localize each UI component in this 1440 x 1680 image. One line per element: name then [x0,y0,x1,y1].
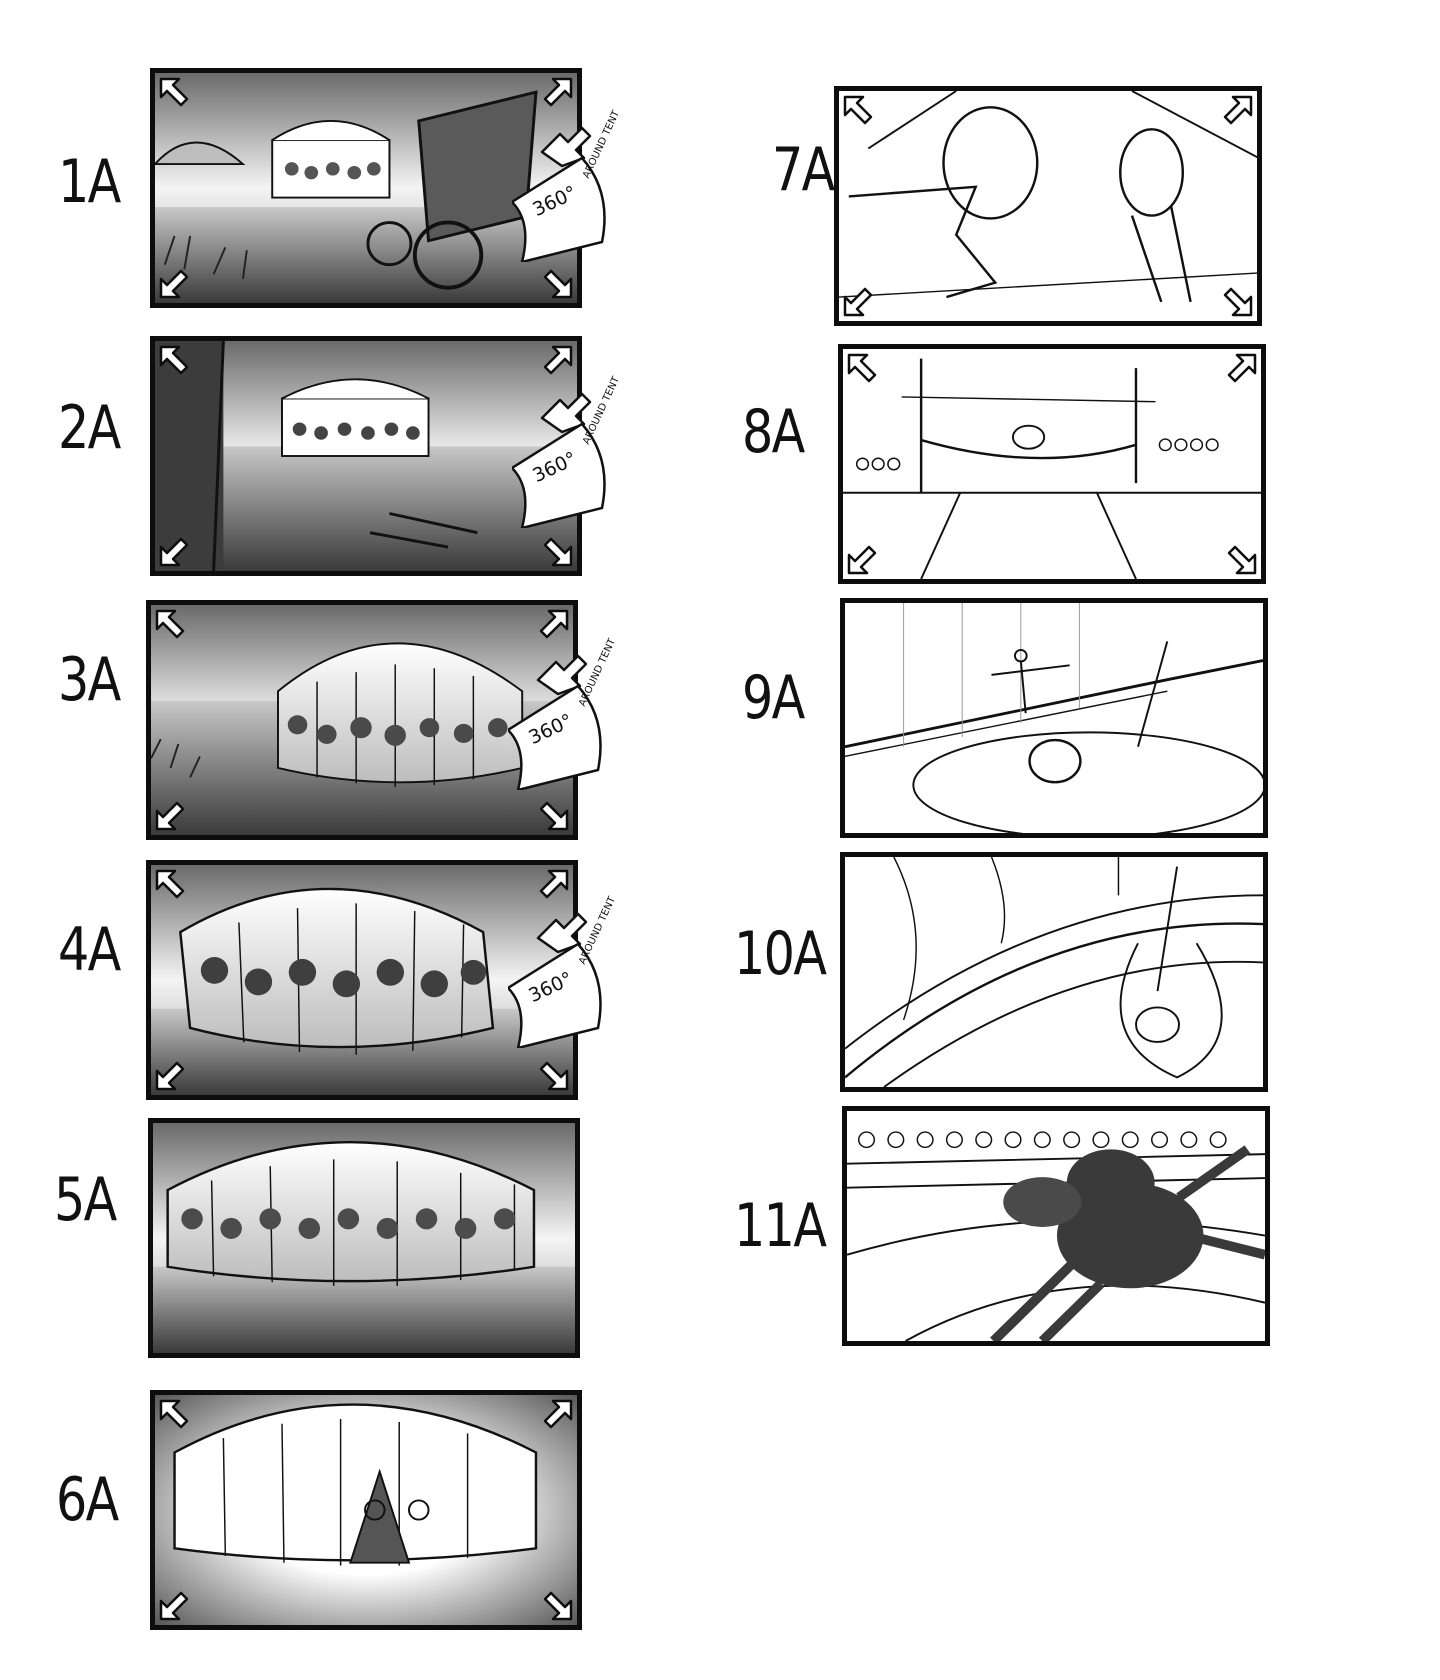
expand-arrow-icon [841,93,877,129]
sketch-scene-5a [153,1123,575,1353]
curved-arrow-icon [506,912,602,1050]
expand-arrow-icon [153,867,189,903]
sketch-scene-6a [155,1395,577,1625]
expand-arrow-icon [539,75,575,111]
panel-label-9a: 9A [742,663,805,733]
storyboard-panel-2a [150,336,582,576]
expand-arrow-icon [535,867,571,903]
sketch-scene-3a [151,605,573,835]
sketch-scene-8a [843,349,1261,579]
curved-arrow-icon [510,392,606,530]
curved-arrow-icon [510,126,606,264]
storyboard-panel-5a [148,1118,580,1358]
storyboard-panel-1a [150,68,582,308]
expand-arrow-icon [157,533,193,569]
expand-arrow-icon [153,797,189,833]
sketch-scene-7a [839,91,1257,321]
panel-label-7a: 7A [772,135,835,205]
panel-label-4a: 4A [58,915,121,985]
rotation-banner-4a: 360° AROUND TENT [506,895,618,1050]
storyboard-panel-6a [150,1390,582,1630]
expand-arrow-icon [535,1057,571,1093]
storyboard-panel-4a [146,860,578,1100]
expand-arrow-icon [157,1397,193,1433]
panel-label-11a: 11A [734,1191,827,1261]
expand-arrow-icon [1223,351,1259,387]
storyboard-panel-11a [842,1106,1270,1346]
storyboard-panel-8a [838,344,1266,584]
panel-label-3a: 3A [58,645,121,715]
panel-label-6a: 6A [56,1465,119,1535]
expand-arrow-icon [535,797,571,833]
storyboard-panel-7a [834,86,1262,326]
expand-arrow-icon [539,343,575,379]
storyboard-panel-10a [840,852,1268,1092]
sketch-scene-9a [845,603,1263,833]
expand-arrow-icon [157,1587,193,1623]
expand-arrow-icon [1219,283,1255,319]
expand-arrow-icon [539,265,575,301]
panel-label-5a: 5A [54,1165,117,1235]
curved-arrow-icon [506,654,602,792]
expand-arrow-icon [539,1397,575,1433]
expand-arrow-icon [841,283,877,319]
expand-arrow-icon [539,1587,575,1623]
panel-label-10a: 10A [734,919,827,989]
expand-arrow-icon [1219,93,1255,129]
sketch-scene-2a [155,341,577,571]
expand-arrow-icon [153,1057,189,1093]
expand-arrow-icon [157,265,193,301]
storyboard-panel-9a [840,598,1268,838]
expand-arrow-icon [153,607,189,643]
expand-arrow-icon [539,533,575,569]
panel-label-1a: 1A [58,147,121,217]
rotation-banner-3a: 360° AROUND TENT [506,637,618,792]
sketch-scene-10a [845,857,1263,1087]
sketch-scene-4a [151,865,573,1095]
rotation-banner-2a: 360° AROUND TENT [510,375,622,530]
expand-arrow-icon [845,351,881,387]
expand-arrow-icon [845,541,881,577]
panel-label-8a: 8A [742,397,805,467]
storyboard-panel-3a [146,600,578,840]
expand-arrow-icon [1223,541,1259,577]
sketch-scene-11a [847,1111,1265,1341]
rotation-banner-1a: 360° AROUND TENT [510,109,622,264]
expand-arrow-icon [157,75,193,111]
sketch-scene-1a [155,73,577,303]
expand-arrow-icon [157,343,193,379]
panel-label-2a: 2A [58,393,121,463]
expand-arrow-icon [535,607,571,643]
